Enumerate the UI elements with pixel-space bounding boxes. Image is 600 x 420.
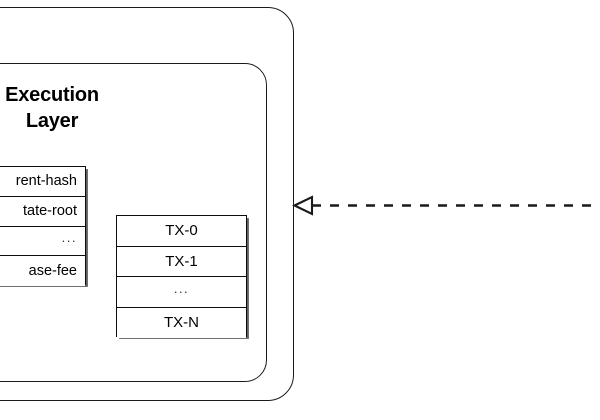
transaction-row[interactable]: TX-0 [117, 216, 246, 247]
dashed-reference-arrow[interactable] [292, 195, 600, 216]
transaction-label-ellipsis: ... [173, 281, 190, 297]
transaction-row[interactable]: TX-1 [117, 246, 246, 277]
header-field-row[interactable]: tate-root [0, 196, 85, 227]
header-field-parent-hash: rent-hash [15, 173, 77, 190]
execution-layer-container[interactable] [0, 63, 267, 382]
block-header-fields[interactable]: rent-hash tate-root ... ase-fee [0, 166, 86, 286]
transaction-label-tx-n: TX-N [164, 314, 199, 332]
transaction-label-tx-1: TX-1 [165, 252, 198, 270]
header-field-row[interactable]: ... [0, 226, 85, 257]
header-field-state-root: tate-root [23, 203, 77, 220]
header-field-base-fee: ase-fee [28, 263, 77, 280]
open-triangle-arrowhead-icon [292, 195, 314, 216]
header-field-row[interactable]: rent-hash [0, 167, 85, 197]
transaction-label-tx-0: TX-0 [165, 222, 198, 240]
transaction-list[interactable]: TX-0 TX-1 ... TX-N [116, 215, 247, 338]
transaction-row[interactable]: TX-N [117, 307, 246, 338]
header-field-ellipsis: ... [61, 230, 77, 246]
header-field-row[interactable]: ase-fee [0, 256, 85, 286]
transaction-row[interactable]: ... [117, 277, 246, 308]
